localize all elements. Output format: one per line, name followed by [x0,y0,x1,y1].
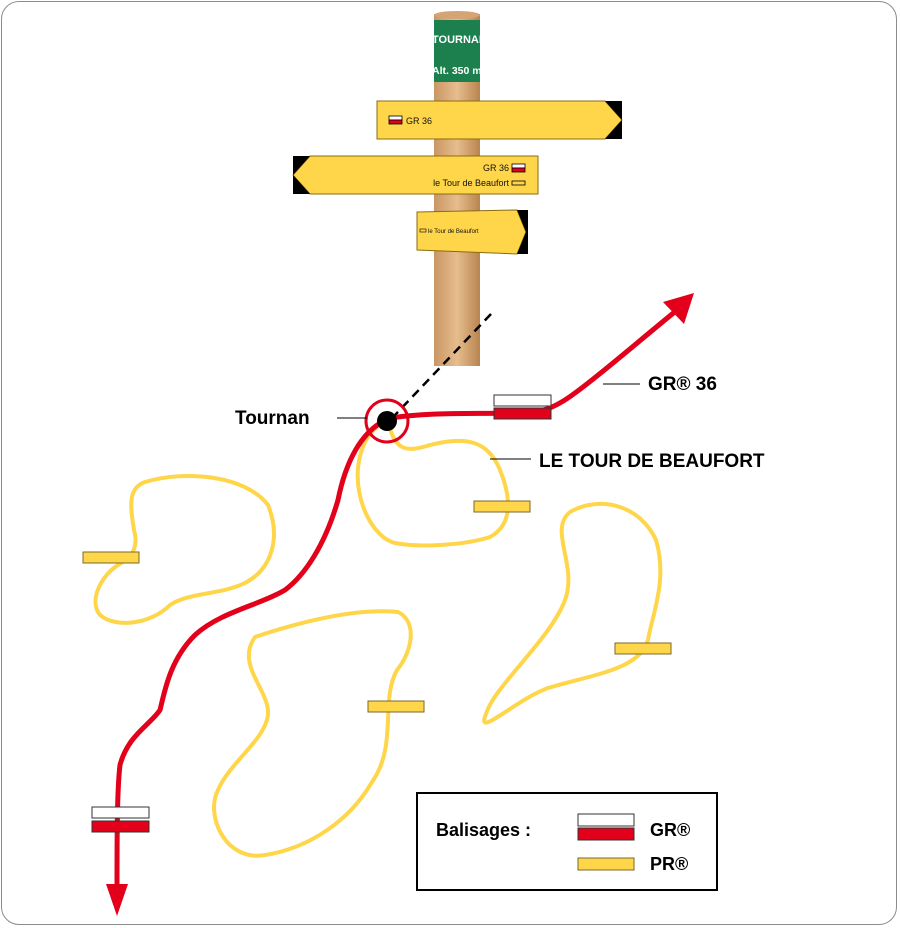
gr-waymark-east [493,394,552,420]
pr-loop-north [355,420,510,548]
location-plate-altitude: Alt. 350 m [432,65,482,77]
pr-waymark-north [473,500,531,513]
sign-gr36-right-label: GR 36 [406,116,432,126]
legend-title: Balisages : [436,820,531,840]
pr-loop-west [93,473,276,625]
location-plate: TOURNAN Alt. 350 m [432,20,487,82]
legend-box [416,792,718,891]
gr-mark-icon [388,115,403,121]
signpost: TOURNAN Alt. 350 m GR 36 GR 36 le Tour d… [292,11,623,366]
gr-arrow-south [106,884,128,916]
location-plate-name: TOURNAN [432,34,487,46]
legend-gr-label: GR® [650,820,690,840]
gr-arrow-northeast [663,293,694,324]
pr-mark-icon [511,180,526,186]
pr-loop-east [482,502,663,725]
pr-mark-icon [419,228,427,233]
gr-waymark-south [91,806,150,833]
sign-left: GR 36 le Tour de Beaufort [292,155,539,195]
sign-small-label: le Tour de Beaufort [428,229,479,235]
place-label-tournan: Tournan [235,408,310,429]
pr-waymark-east [614,642,672,655]
pr-loops [93,420,663,858]
route-label-gr36: GR® 36 [648,374,717,395]
sign-left-line2: le Tour de Beaufort [433,178,509,188]
route-label-tour-de-beaufort: LE TOUR DE BEAUFORT [539,451,765,472]
sign-small-right: le Tour de Beaufort [416,209,528,255]
sign-gr36-right: GR 36 [376,100,623,140]
pr-waymark-middle [367,700,425,713]
signpost-top [434,11,480,19]
gr-mark-icon [511,163,526,169]
legend: Balisages : GR® PR® [416,792,718,891]
pr-waymark-west [82,551,140,564]
legend-gr-swatch [577,813,635,841]
pr-loop-middle [212,609,413,858]
tournan-node [364,398,410,444]
legend-pr-label: PR® [650,854,688,874]
signpost-pointer-dashed [394,313,492,416]
sign-left-line1: GR 36 [483,163,509,173]
legend-pr-swatch [577,857,635,871]
pr-waymarks [82,500,672,713]
